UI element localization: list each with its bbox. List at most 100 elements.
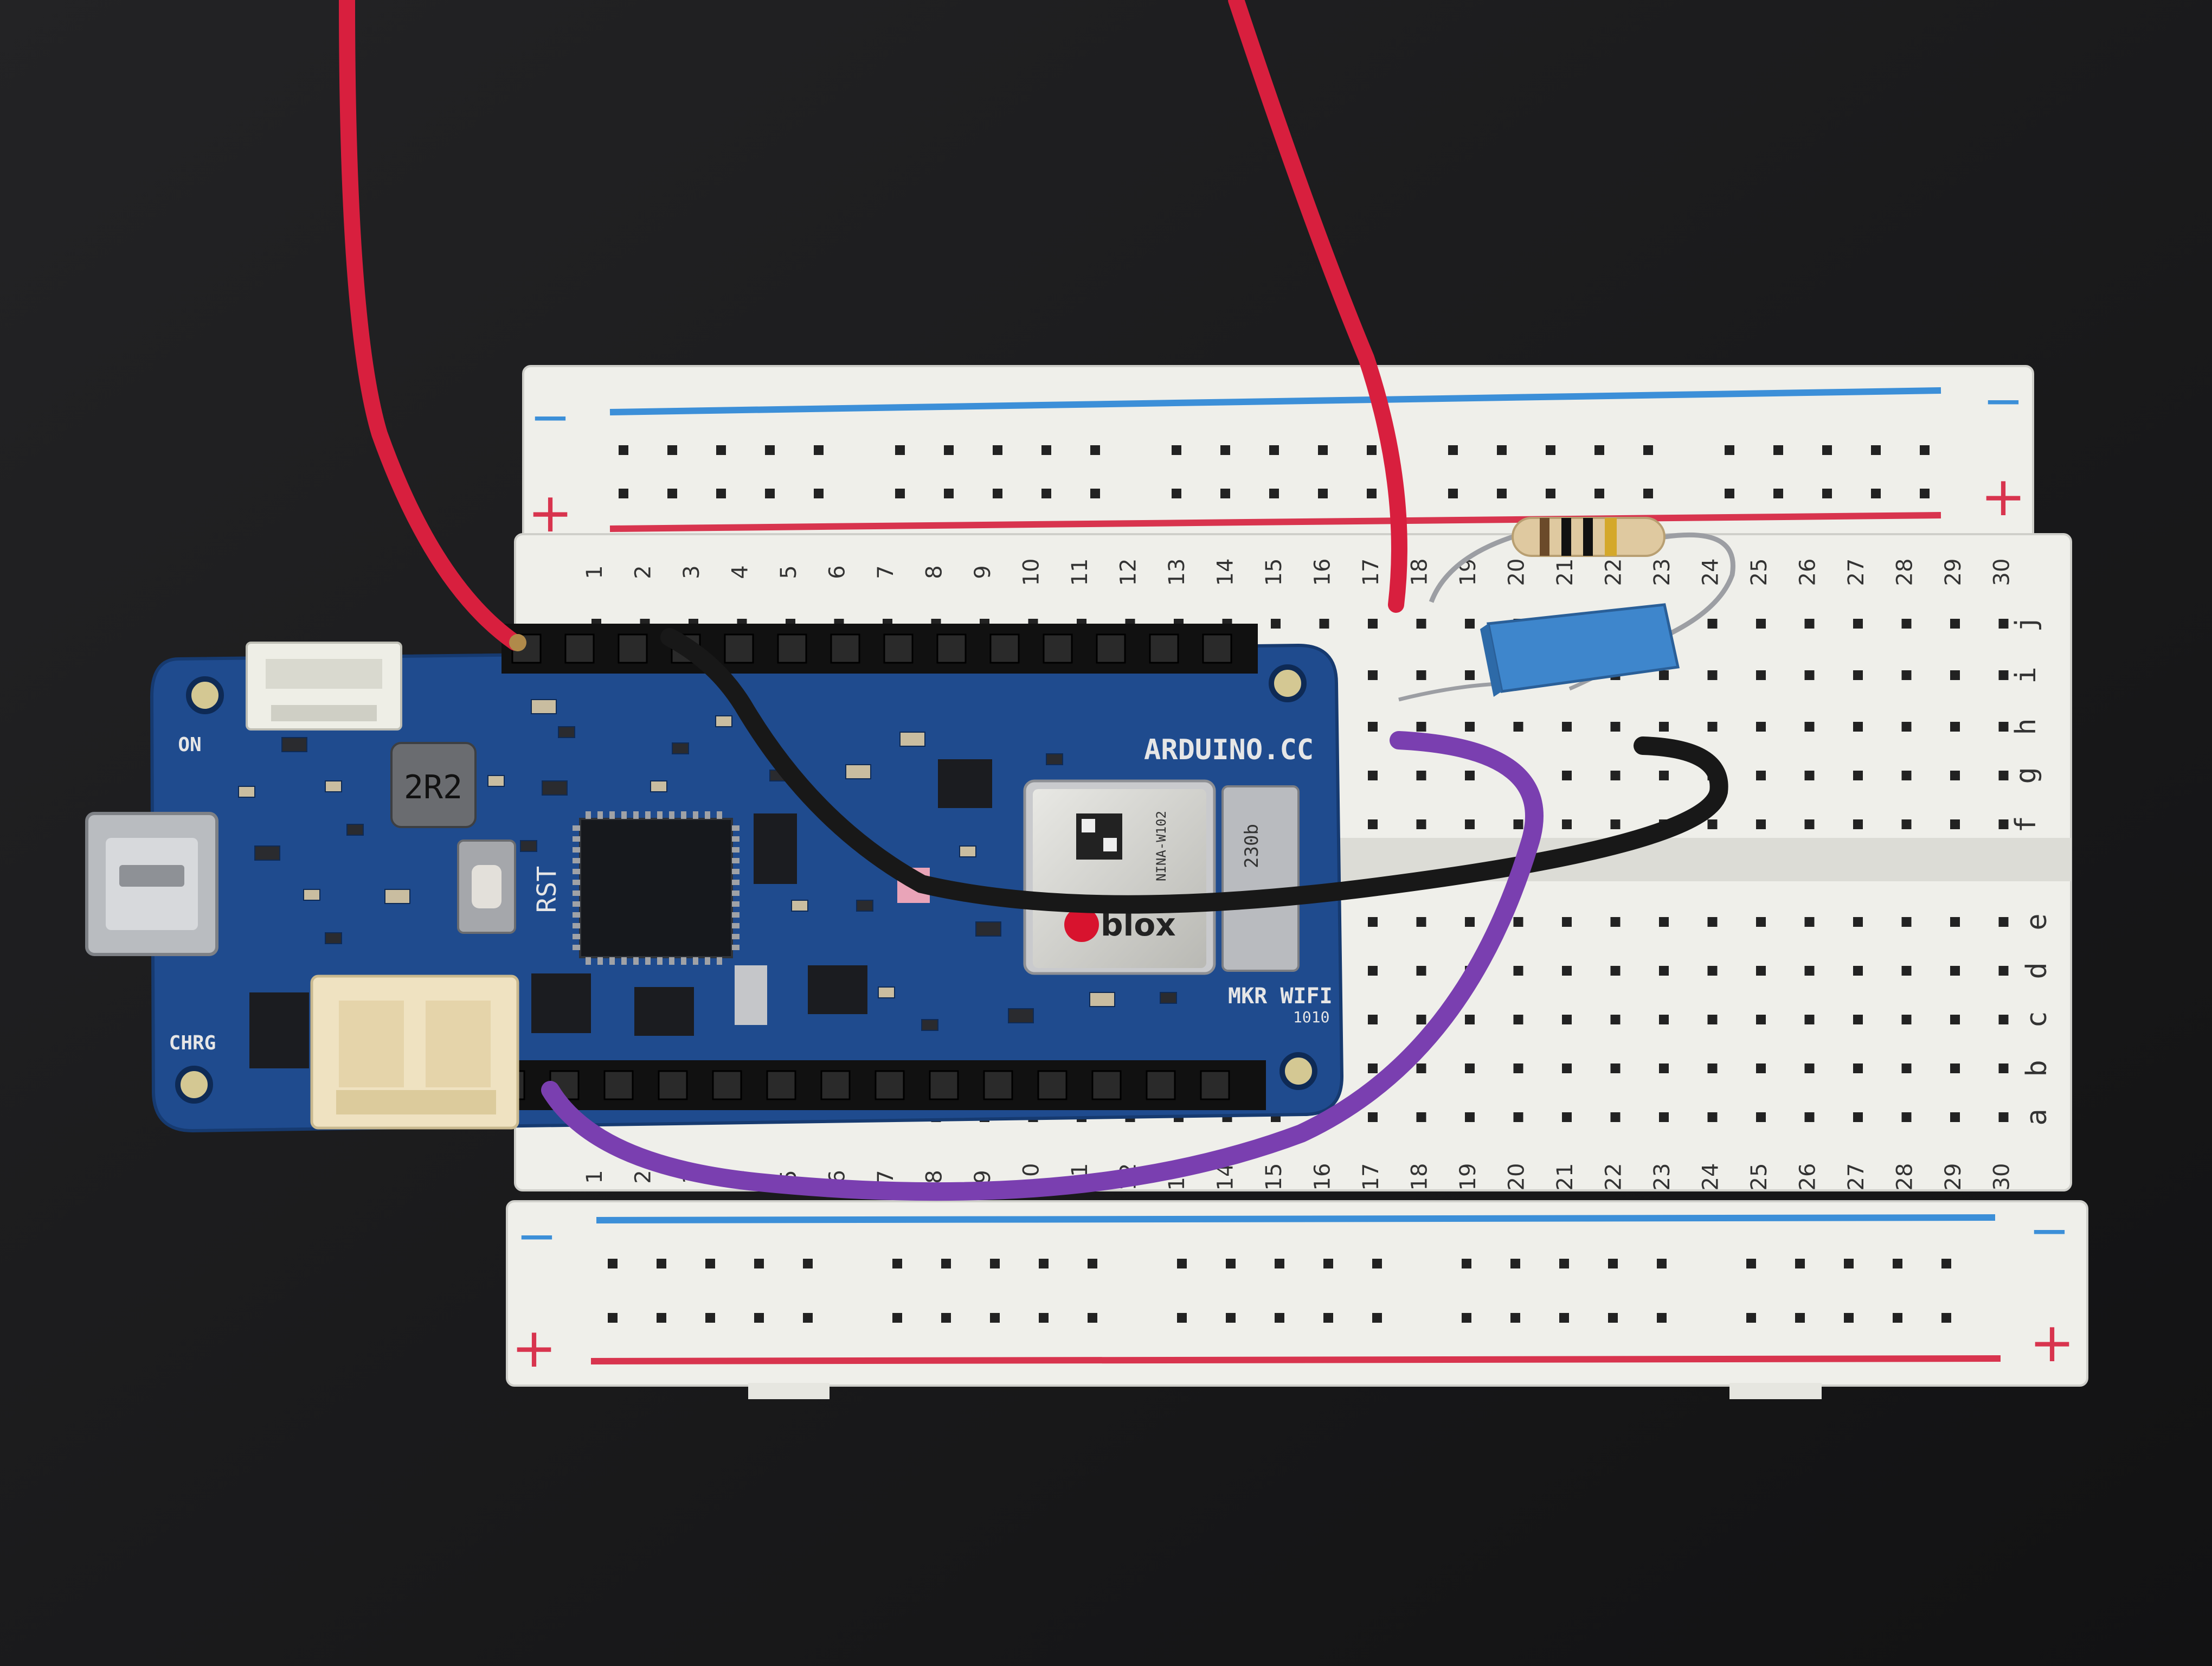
column-label: 11 — [1068, 559, 1092, 586]
column-label: 20 — [1504, 1163, 1529, 1191]
mount-hole — [1279, 1052, 1317, 1090]
row-label: c — [2021, 1011, 2053, 1028]
column-label: 23 — [1650, 559, 1675, 586]
top-pin-header — [501, 624, 1258, 674]
mcu-chip — [579, 818, 733, 958]
column-label: 28 — [1893, 1163, 1918, 1191]
row-label: h — [2010, 718, 2042, 735]
top-rail-plus-left: + — [528, 481, 573, 544]
rst-label: RST — [532, 866, 562, 913]
column-label: 1 — [582, 565, 607, 579]
crystal-label: 230b — [1241, 824, 1263, 868]
column-label: 1 — [582, 1170, 607, 1183]
usb-port-icon[interactable] — [85, 812, 218, 956]
column-label: 26 — [1796, 1163, 1821, 1191]
black-wire — [660, 628, 1728, 914]
column-label: 2 — [631, 565, 656, 579]
brand-label: ARDUINO.CC — [1144, 734, 1314, 766]
column-label: 25 — [1747, 1163, 1772, 1191]
column-label: 16 — [1310, 1163, 1335, 1191]
inductor-label: 2R2 — [404, 768, 462, 806]
small-ic — [634, 987, 694, 1036]
bottom-rail-plus-right: + — [2029, 1311, 2075, 1374]
small-ic — [808, 965, 867, 1014]
column-label: 15 — [1262, 559, 1287, 586]
column-label: 18 — [1407, 559, 1432, 586]
row-label: e — [2021, 913, 2053, 930]
top-rail-minus-left: − — [530, 389, 570, 446]
potentiometer-icon — [1480, 603, 1680, 697]
column-label: 29 — [1941, 1163, 1966, 1191]
model-label: MKR WIFI — [1228, 984, 1333, 1009]
column-label: 28 — [1893, 559, 1918, 586]
on-label: ON — [178, 734, 201, 756]
column-label: 27 — [1844, 559, 1869, 586]
module-code: NINA-W102 — [1154, 811, 1169, 881]
row-label: b — [2021, 1060, 2053, 1077]
bottom-rail-minus-left: − — [516, 1208, 557, 1265]
arduino-board: 2R2 RST NINA-W102 blox — [85, 624, 1344, 1133]
reset-button-icon[interactable] — [457, 840, 516, 934]
row-label: f — [2010, 816, 2042, 832]
row-label: i — [2010, 667, 2042, 683]
small-ic — [754, 813, 797, 884]
mount-hole — [1269, 664, 1307, 702]
column-label: 17 — [1359, 559, 1384, 586]
column-label: 25 — [1747, 559, 1772, 586]
column-label: 9 — [970, 565, 995, 579]
row-label: d — [2021, 962, 2053, 979]
model-number-label: 1010 — [1293, 1008, 1329, 1026]
crystal-can — [735, 965, 767, 1025]
bottom-power-rail — [506, 1200, 2088, 1387]
row-label: j — [2010, 615, 2042, 632]
wifi-module: NINA-W102 blox — [1023, 779, 1216, 975]
top-rail-plus-right: + — [1980, 465, 2026, 528]
column-label: 21 — [1553, 559, 1578, 586]
small-ic — [249, 992, 309, 1068]
column-label: 27 — [1844, 1163, 1869, 1191]
column-label: 17 — [1359, 1163, 1384, 1191]
inductor — [390, 742, 477, 828]
mount-hole — [175, 1066, 213, 1104]
chrg-label: CHRG — [169, 1032, 216, 1054]
column-label: 30 — [1990, 559, 2015, 586]
column-label: 16 — [1310, 559, 1335, 586]
column-label: 24 — [1699, 1163, 1724, 1191]
mount-hole — [186, 676, 224, 714]
column-label: 3 — [679, 565, 704, 579]
column-label: 26 — [1796, 559, 1821, 586]
column-label: 22 — [1602, 559, 1626, 586]
resistor-icon — [1398, 517, 1735, 702]
column-label: 2 — [631, 1170, 656, 1183]
column-label: 13 — [1165, 559, 1189, 586]
shield-can — [1221, 785, 1300, 972]
column-label: 12 — [1116, 559, 1141, 586]
column-label: 22 — [1602, 1163, 1626, 1191]
column-label: 5 — [776, 565, 801, 579]
red-wire-right — [1228, 0, 1407, 613]
column-label: 15 — [1262, 1163, 1287, 1191]
column-label: 21 — [1553, 1163, 1578, 1191]
ublox-logo — [1064, 907, 1099, 942]
column-label: 20 — [1504, 559, 1529, 586]
column-label: 23 — [1650, 1163, 1675, 1191]
column-label: 19 — [1456, 1163, 1481, 1191]
small-ic — [531, 973, 591, 1033]
column-label: 8 — [922, 1170, 947, 1183]
column-label: 18 — [1407, 1163, 1432, 1191]
column-label: 4 — [728, 565, 753, 579]
column-label: 30 — [1990, 1163, 2015, 1191]
column-label: 14 — [1213, 559, 1238, 586]
row-label: a — [2021, 1108, 2053, 1125]
column-label: 8 — [922, 565, 947, 579]
bottom-rail-minus-right: − — [2029, 1202, 2069, 1259]
small-ic — [938, 759, 992, 808]
column-label: 10 — [1019, 559, 1044, 586]
column-label: 7 — [873, 565, 898, 579]
top-rail-minus-right: − — [1983, 373, 2023, 430]
bottom-rail-plus-left: + — [511, 1316, 557, 1380]
purple-wire — [541, 731, 1544, 1201]
red-wire-left — [339, 0, 523, 651]
column-label: 6 — [825, 565, 850, 579]
